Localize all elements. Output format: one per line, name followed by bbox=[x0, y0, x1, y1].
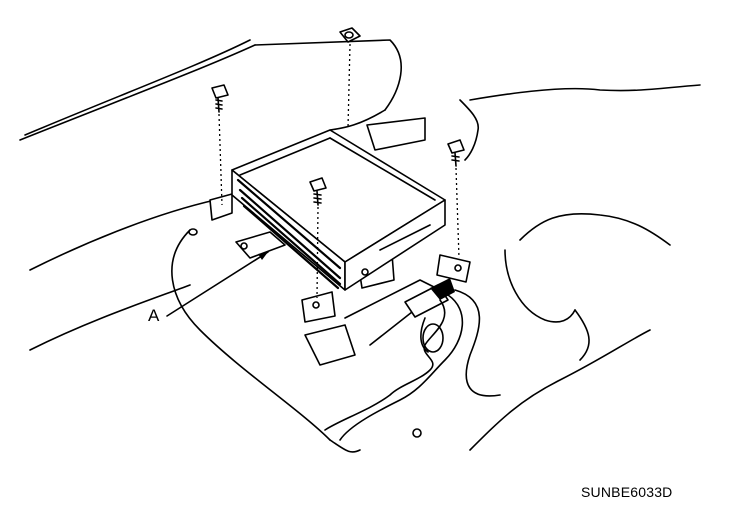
control-module bbox=[231, 129, 462, 309]
callout-leader bbox=[166, 251, 269, 317]
floor-panel bbox=[19, 39, 701, 453]
nut-icon bbox=[339, 27, 361, 129]
figure-code: SUNBE6033D bbox=[581, 484, 673, 500]
bolt-icon bbox=[211, 84, 229, 206]
callout-label-a: A bbox=[148, 306, 160, 325]
wiring-harness bbox=[324, 278, 501, 441]
bolt-icon bbox=[447, 139, 465, 259]
bolt-icon bbox=[309, 177, 327, 299]
